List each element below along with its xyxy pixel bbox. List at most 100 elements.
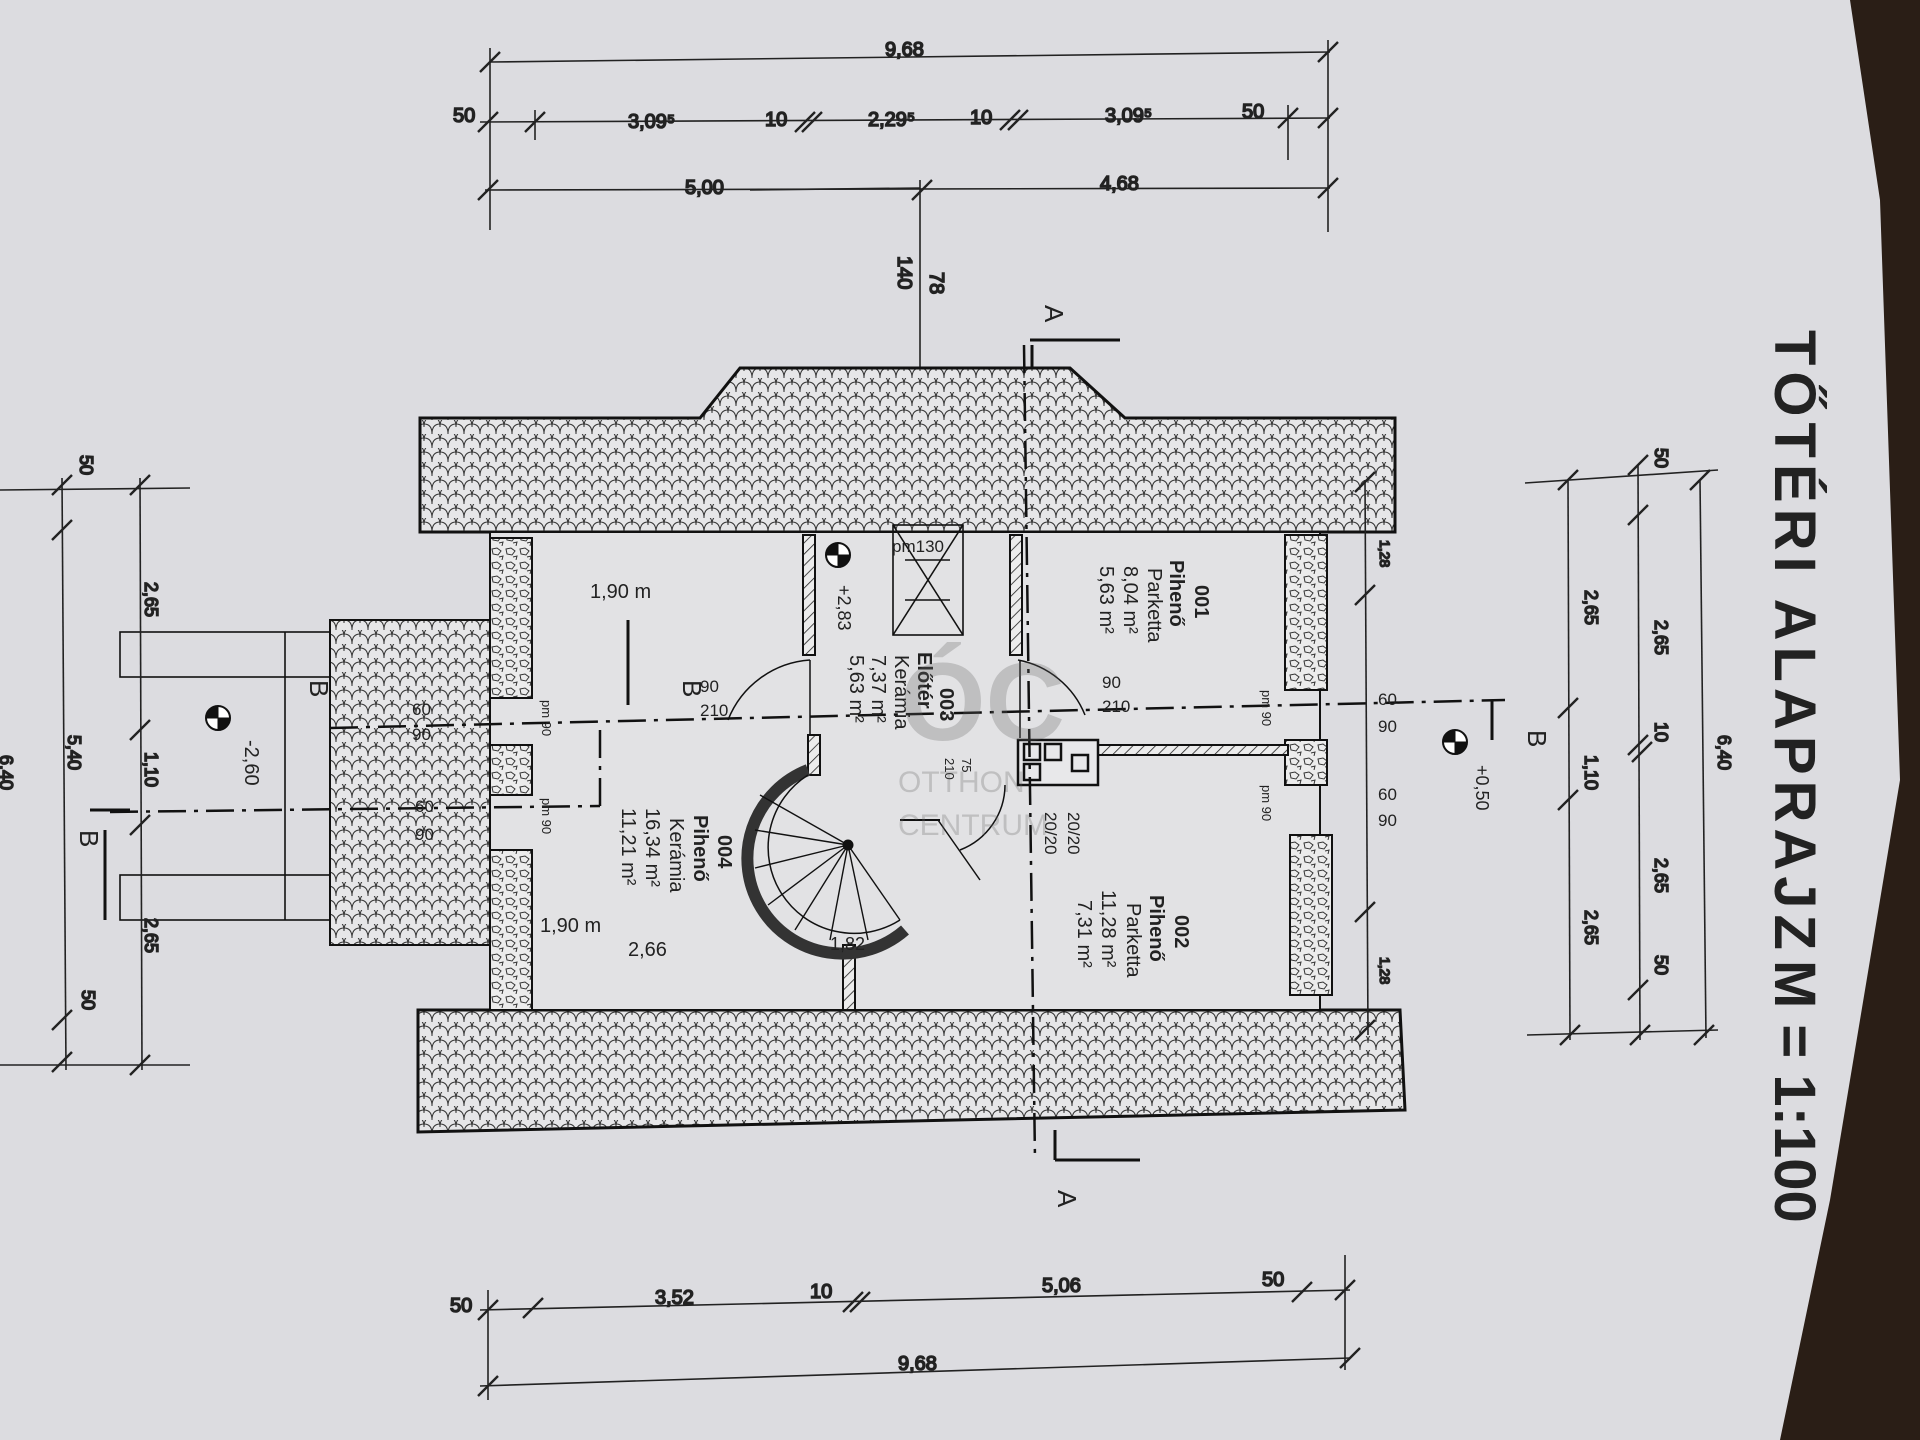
spiral-staircase bbox=[741, 764, 981, 960]
dim-right-seg-1: 50 bbox=[1651, 448, 1671, 468]
room-004-name: Pihenő bbox=[689, 815, 711, 882]
wall-left-mid bbox=[489, 744, 533, 796]
room-001: 001 Pihenő Parketta 8,04 m² 5,63 m² bbox=[1095, 560, 1212, 643]
dim-right-seg-5: 50 bbox=[1651, 955, 1671, 975]
door-1-width: 90 bbox=[700, 677, 719, 696]
dim-left-seg-1: 50 bbox=[76, 455, 96, 475]
room-003-area1: 7,37 m² bbox=[867, 655, 889, 723]
dim-top-seg-4: 2,29⁵ bbox=[868, 109, 915, 131]
room-001-name: Pihenő bbox=[1165, 560, 1187, 627]
dim-bottom-seg-2: 3,52 bbox=[655, 1287, 694, 1309]
dim-bottom-seg-5: 50 bbox=[1262, 1269, 1284, 1291]
ceiling-line-2: 1,90 m bbox=[540, 915, 601, 937]
room-002-area1: 11,28 m² bbox=[1097, 890, 1119, 968]
door-2-height: 210 bbox=[1102, 697, 1130, 716]
wall-right-mid bbox=[1284, 739, 1328, 786]
dim-sill-2: 1,28 bbox=[1377, 957, 1393, 984]
door-3-width: 75 bbox=[959, 758, 974, 772]
pm-label-4: pm 90 bbox=[1259, 785, 1274, 821]
dim-left-inner-2: 6,40 bbox=[0, 755, 16, 790]
bottom-dimension-chain: 50 3,52 10 5,06 50 9,68 bbox=[449, 1255, 1361, 1400]
section-lines bbox=[109, 344, 1506, 1161]
dim-top-seg-3: 10 bbox=[765, 109, 787, 131]
watermark-line1: OTTHON bbox=[898, 766, 1025, 799]
dim-top-seg-5: 10 bbox=[970, 107, 992, 129]
roof-hatch bbox=[892, 524, 964, 636]
wall-right-lower bbox=[1289, 834, 1333, 996]
level-plus-283: +2,83 bbox=[834, 585, 854, 631]
dim-sill-1: 1,28 bbox=[1377, 540, 1393, 567]
roof-dormer-left bbox=[329, 619, 491, 946]
room-003-area2: 5,63 m² bbox=[845, 655, 867, 723]
left-dimension-chain: 50 2,65 1,10 2,65 50 5,40 6,40 bbox=[0, 454, 191, 1076]
dim-right-seg-4: 2,65 bbox=[1651, 858, 1671, 893]
dim-bottom-seg-4: 5,06 bbox=[1042, 1275, 1081, 1297]
chimney-label-1: 20/20 bbox=[1064, 812, 1083, 855]
watermark: ÓC OTTHON CENTRUM bbox=[898, 641, 1065, 842]
room-001-floor: Parketta bbox=[1143, 568, 1165, 643]
room-002-floor: Parketta bbox=[1122, 903, 1144, 978]
dim-right-inner-2: 1,10 bbox=[1581, 755, 1601, 790]
top-dimension-chain: 9,68 50 3,09⁵ 10 2,29⁵ 10 3,09⁵ 50 5,00 … bbox=[452, 38, 1339, 410]
dim-left-inner-1: 5,40 bbox=[64, 735, 84, 770]
room-004-area2: 11,21 m² bbox=[617, 808, 639, 886]
dim-top-side-2: 140 bbox=[893, 256, 915, 289]
dim-right-seg-2: 2,65 bbox=[1651, 620, 1671, 655]
pm-label-1: pm 90 bbox=[539, 700, 554, 736]
room-001-area1: 8,04 m² bbox=[1119, 566, 1141, 634]
dim-top-split-1: 5,00 bbox=[685, 177, 724, 199]
win-1b: 90 bbox=[412, 725, 431, 744]
room-004-area1: 16,34 m² bbox=[641, 808, 663, 887]
win-3b: 90 bbox=[1378, 717, 1397, 736]
plan-title: TŐTÉRI ALAPRAJZ bbox=[1762, 330, 1827, 956]
section-a-markers bbox=[1030, 338, 1140, 1162]
dim-bottom-seg-1: 50 bbox=[450, 1295, 472, 1317]
dim-right-inner-3: 2,65 bbox=[1581, 910, 1601, 945]
wall-right-upper bbox=[1284, 534, 1328, 691]
section-a-top: A bbox=[1039, 305, 1069, 323]
watermark-logo: ÓC bbox=[900, 641, 1065, 764]
room-003-floor: Kerámia bbox=[890, 655, 912, 730]
pm-label-2: pm 90 bbox=[539, 798, 554, 834]
section-b-center: B bbox=[677, 680, 707, 697]
section-a-bottom: A bbox=[1052, 1190, 1082, 1208]
right-dimension-chain: 6,40 50 2,65 10 2,65 50 2,65 1,10 2,65 1… bbox=[1354, 447, 1735, 1046]
pm-label-3: pm 90 bbox=[1259, 690, 1274, 726]
dim-top-seg-2: 3,09⁵ bbox=[628, 111, 675, 133]
ceiling-line-1: 1,90 m bbox=[590, 581, 651, 603]
dim-right-inner-1: 2,65 bbox=[1581, 590, 1601, 625]
dim-left-seg-2: 2,65 bbox=[141, 582, 161, 617]
dim-top-seg-1: 50 bbox=[453, 105, 475, 127]
section-b-left-inner: B bbox=[304, 680, 334, 697]
page-edge-shadow bbox=[1780, 0, 1920, 1440]
win-4a: 60 bbox=[1378, 785, 1397, 804]
room-004: 004 Pihenő Kerámia 16,34 m² 11,21 m² bbox=[617, 808, 735, 893]
dim-left-seg-4: 2,65 bbox=[141, 918, 161, 953]
level-minus-260: -2,60 bbox=[240, 740, 262, 786]
wall-left-upper bbox=[489, 537, 533, 699]
left-stair-outline bbox=[90, 631, 331, 921]
dim-top-split-2: 4,68 bbox=[1100, 173, 1139, 195]
door-swings bbox=[727, 659, 1086, 851]
room-002-number: 002 bbox=[1170, 915, 1192, 948]
dim-top-seg-7: 50 bbox=[1242, 101, 1264, 123]
hatch-label: pm130 bbox=[892, 537, 944, 556]
win-2a: 60 bbox=[415, 797, 434, 816]
dim-left-seg-5: 50 bbox=[78, 990, 98, 1010]
dim-left-seg-3: 1,10 bbox=[141, 752, 161, 787]
wall-left-lower bbox=[489, 849, 533, 1011]
level-plus-050: +0,50 bbox=[1472, 765, 1492, 811]
dim-top-total: 9,68 bbox=[885, 39, 924, 61]
section-b-ticks bbox=[103, 620, 1494, 920]
door-1-height: 210 bbox=[700, 701, 728, 720]
room-001-area2: 5,63 m² bbox=[1095, 566, 1117, 634]
chimney-label-2: 20/20 bbox=[1041, 812, 1060, 855]
interior-partitions bbox=[802, 534, 1289, 1011]
room-003-name: Előtér bbox=[913, 652, 935, 709]
room-004-number: 004 bbox=[713, 835, 735, 869]
win-1a: 60 bbox=[412, 700, 431, 719]
room-002-area2: 7,31 m² bbox=[1073, 900, 1095, 968]
dim-right-seg-3: 10 bbox=[1651, 722, 1671, 742]
